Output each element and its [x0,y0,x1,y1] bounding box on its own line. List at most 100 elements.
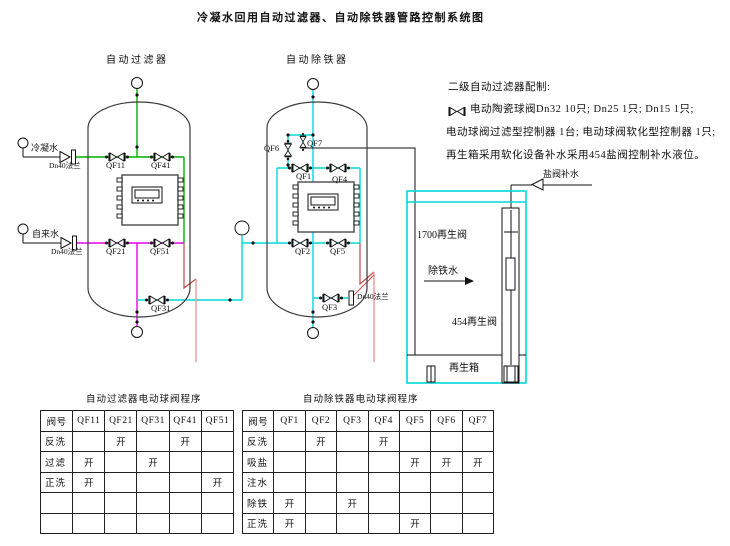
regen-box-label: 再生箱 [449,363,479,374]
table-cell: 开 [136,451,170,473]
legend-valve-icon [448,106,466,117]
table-cell: 开 [273,512,306,534]
table-col-header: QF6 [430,410,463,432]
filter-vessel [87,101,191,318]
tag-qf11: QF11 [106,160,126,170]
table-cell [304,471,338,493]
table-cell [398,471,432,493]
tag-qf41: QF41 [151,160,171,170]
table-row-label: 注水 [241,471,275,493]
filter-unit-label: 自动过滤器 [106,55,169,66]
table-cell [200,451,235,473]
notes-line2: 电动球阀过滤型控制器 1台; 电动球阀软化型控制器 1只; [446,127,716,138]
table-cell: 开 [200,471,235,493]
table-cell [72,430,106,452]
table-cell [136,512,170,534]
table-cell: 开 [304,430,338,452]
table-cell [430,492,463,514]
table-cell: 开 [430,451,463,473]
regen-454-label: 454再生阀 [452,317,497,328]
table-row-label: 吸盐 [241,451,275,473]
table-cell [336,471,369,493]
table-col-header: QF21 [104,410,138,432]
iron-water-arrow-icon [424,277,474,285]
table-cell [273,430,306,452]
table-row-label: 除铁 [241,492,275,514]
table-row [39,492,235,514]
table-cell [136,471,170,493]
valve-qf4-icon [325,163,351,173]
table-col-header: QF31 [136,410,170,432]
table-col-header: QF51 [200,410,235,432]
notes-heading: 二级自动过滤器配制: [448,82,551,93]
table-cell [336,512,369,534]
tap-water-label: 自来水 [32,229,60,239]
table-cell [461,492,495,514]
table-col-header: QF7 [461,410,495,432]
condensate-flange-label: Dn40法兰 [49,161,81,170]
tag-qf51: QF51 [150,246,170,256]
table-cell [104,512,138,534]
table-cell: 开 [72,451,106,473]
table-row: 除铁开开 [241,492,495,514]
salt-well [501,207,520,384]
tag-qf7: QF7 [307,138,323,148]
regen-1700-label: 1700再生阀 [417,230,467,241]
tap-water-check-valve-icon [60,235,77,251]
table-row-label [39,512,74,534]
table-cell: 开 [398,512,432,534]
table-cell [304,451,338,473]
table-cell [461,471,495,493]
tag-qf21: QF21 [106,246,126,256]
pipes-red [183,243,375,362]
notes-line1: 电动陶瓷球阀Dn32 10只; Dn25 1只; Dn15 1只; [470,104,694,115]
table-row: 正洗开开 [241,512,495,534]
table-cell [367,492,400,514]
table-row-label: 正洗 [39,471,74,493]
pipes-black [22,147,592,355]
table-cell [336,430,369,452]
table-cell [136,492,170,514]
table-cell [200,430,235,452]
table-cell: 开 [398,451,432,473]
table-cell: 开 [461,451,495,473]
table-col-header: 阀号 [241,410,275,432]
table-cell [367,471,400,493]
table-cell [273,471,306,493]
table-cell [430,471,463,493]
table-cell: 开 [168,430,202,452]
qf3-outlet-flange [348,290,354,306]
table-cell [461,430,495,452]
table-row: 过滤开开 [39,451,235,473]
valve-qf6-icon [284,139,292,161]
table-cell: 开 [367,430,400,452]
table-cell [72,512,106,534]
iron-top-vent-icon [307,78,319,90]
table-cell [430,430,463,452]
iron-drain-icon [307,327,319,339]
table-cell [304,492,338,514]
table-col-header: QF3 [336,410,369,432]
table-row: 正洗开开 [39,471,235,493]
table-col-header: QF2 [304,410,338,432]
table-row-label: 反洗 [241,430,275,452]
salt-supply-label: 盐阀补水 [543,169,580,179]
table-row [39,512,235,534]
filter-controller [116,174,184,226]
iron-remover-vessel [266,101,368,318]
valve-qf7-icon [299,132,307,152]
table-row: 反洗 开 开 [241,430,495,452]
table-cell [304,512,338,534]
page-title: 冷凝水回用自动过滤器、自动除铁器管路控制系统图 [197,12,485,24]
table-row: 吸盐开开开 [241,451,495,473]
table-cell [168,512,202,534]
filter-drain-icon [131,326,143,338]
table-cell [367,451,400,473]
condensate-gauge-icon [17,137,29,149]
table-row: 注水 [241,471,495,493]
salt-check-valve-icon [530,178,544,191]
table-cell: 开 [273,492,306,514]
